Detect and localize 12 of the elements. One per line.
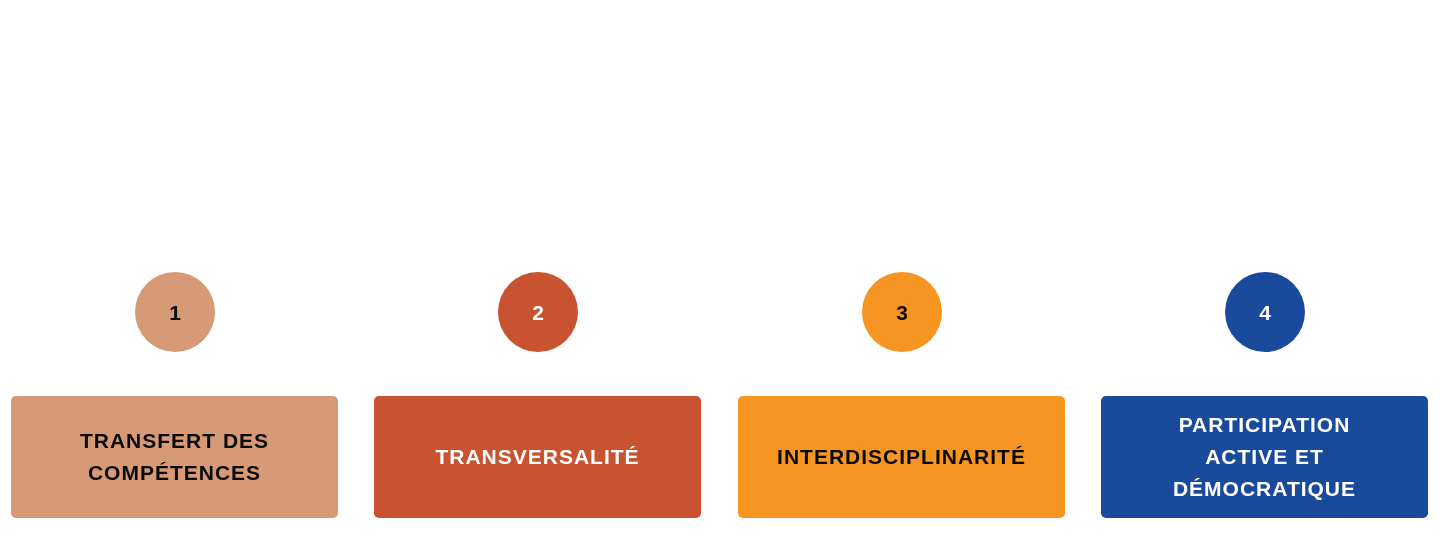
step-number: 1 (169, 301, 181, 323)
step-number: 3 (896, 301, 908, 323)
concept-card (11, 396, 338, 518)
card-title: TRANSVERSALITÉ (435, 444, 640, 470)
concept-card (374, 396, 701, 518)
card-title: INTERDISCIPLINARITÉ (777, 444, 1026, 470)
card-title: TRANSFERT DES COMPÉTENCES (78, 428, 271, 486)
step-number: 2 (532, 301, 544, 323)
card-title: PARTICIPATION ACTIVE ET DÉMOCRATIQUE (1171, 412, 1358, 502)
concept-card (1101, 396, 1428, 518)
concept-card (738, 396, 1065, 518)
step-number: 4 (1259, 301, 1271, 323)
